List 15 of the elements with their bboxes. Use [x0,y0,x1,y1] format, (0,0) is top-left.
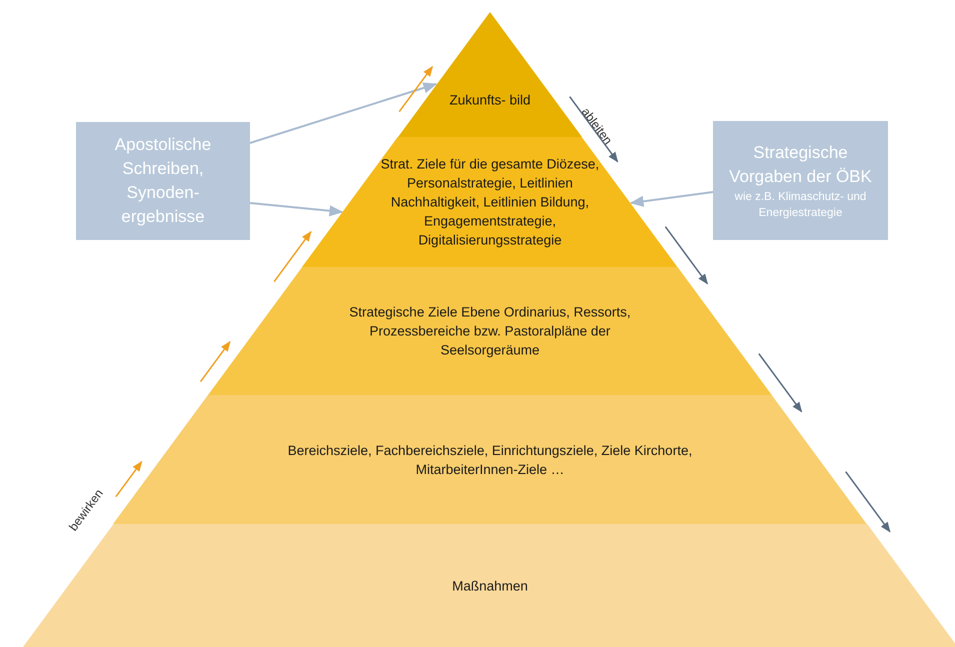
box-heading: Apostolische Schreiben, Synoden- ergebnisse [114,134,212,228]
source-box [76,122,250,240]
pyramid-tier [208,267,772,395]
tier-text: Strategische Ziele Ebene Ordinarius, Ressorts, Prozessbereiche bzw. Pastoralpläne der Seelsorgeräume [348,304,632,360]
arrow [250,82,438,144]
tier-text: Strat. Ziele für die gesamte Diözese, Personalstrategie, Leitlinien Nachhaltigkeit, Leitlinien Bildung, Engagementstrategie, Digitalisierungsstrategie [380,156,600,250]
box-note: wie z.B. Klimaschutz- und Energiestrategie [734,190,868,220]
source-box [713,121,888,240]
box-heading: Strategische Vorgaben der ÖBK [728,142,873,188]
tier-text: Zukunfts- bild [448,91,532,109]
arrow [250,202,344,216]
tier-text: Maßnahmen [451,577,529,595]
tier-text: Bereichsziele, Fachbereichsziele, Einrichtungsziele, Ziele Kirchorte, MitarbeiterInnen-Ziele … [286,442,694,478]
arrow [630,191,714,207]
pyramid-tier [113,395,867,524]
